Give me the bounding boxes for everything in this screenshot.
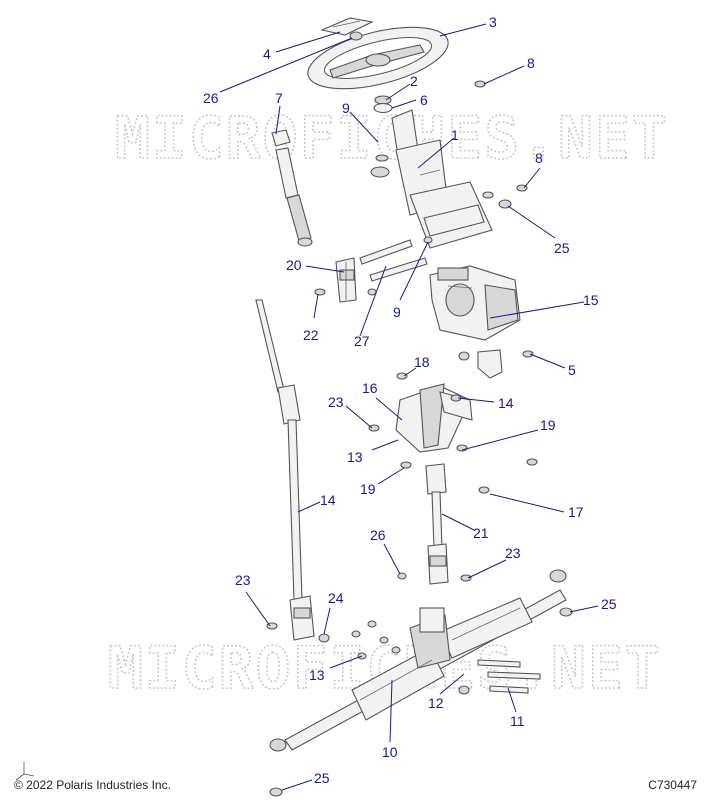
watermark-top: MICROFICHES.NET — [115, 104, 669, 172]
copyright-notice: © 2022 Polaris Industries Inc. — [14, 778, 171, 792]
callout-26-lower: 26 — [370, 527, 386, 543]
callout-2: 2 — [410, 73, 418, 89]
callout-20: 20 — [286, 257, 302, 273]
gearbox-mount-bracket — [477, 349, 503, 379]
drawing-number: C730447 — [648, 778, 697, 792]
callout-3: 3 — [489, 14, 497, 30]
callout-13-upper: 13 — [347, 449, 363, 465]
steering-wheel — [307, 26, 449, 90]
callout-7: 7 — [275, 90, 283, 106]
leader-lines — [219, 23, 599, 791]
intermediate-shaft-long — [255, 299, 315, 641]
callout-8-right: 8 — [535, 150, 543, 166]
callout-14-right: 14 — [498, 395, 514, 411]
column-support-bracket — [395, 383, 473, 453]
callout-23-upper: 23 — [328, 394, 344, 410]
callout-22: 22 — [303, 327, 319, 343]
u-joint-upper — [335, 257, 357, 303]
bolts-long — [359, 239, 428, 282]
callout-19-right: 19 — [540, 417, 556, 433]
callout-23-right: 23 — [505, 545, 521, 561]
steering-wheel-cap — [320, 17, 374, 36]
callout-21: 21 — [473, 525, 489, 541]
callout-27: 27 — [354, 333, 370, 349]
callout-9-top: 9 — [342, 100, 350, 116]
callout-8-top: 8 — [527, 55, 535, 71]
callout-10: 10 — [382, 744, 398, 760]
axis-triad-icon — [15, 762, 35, 781]
callout-26-top: 26 — [203, 90, 219, 106]
callout-numbers: 1 2 3 4 5 6 7 8 8 9 9 10 11 12 13 13 14 … — [203, 14, 617, 786]
gas-strut — [271, 129, 313, 247]
callout-25-right: 25 — [601, 596, 617, 612]
callout-13-lower: 13 — [309, 667, 325, 683]
callout-12: 12 — [428, 695, 444, 711]
callout-1: 1 — [451, 127, 459, 143]
callout-5: 5 — [568, 362, 576, 378]
steering-wheel-nut — [349, 31, 363, 41]
callout-11: 11 — [510, 713, 525, 729]
callout-6: 6 — [420, 92, 428, 108]
callout-25-bottom: 25 — [314, 770, 330, 786]
callout-9-middle: 9 — [393, 304, 401, 320]
steering-rack — [269, 569, 567, 752]
callout-25-upper: 25 — [554, 240, 570, 256]
intermediate-shaft-short — [425, 463, 449, 585]
callout-15: 15 — [583, 292, 599, 308]
steering-column-bracket — [370, 109, 493, 249]
callout-23-left: 23 — [235, 572, 251, 588]
callout-24: 24 — [328, 590, 344, 606]
callout-18: 18 — [414, 354, 430, 370]
callout-4: 4 — [263, 46, 271, 62]
shaft-bushing — [373, 95, 393, 114]
callout-17: 17 — [568, 504, 584, 520]
steering-gearbox — [429, 265, 521, 341]
callout-19-left: 19 — [360, 481, 376, 497]
callout-16: 16 — [362, 380, 378, 396]
callout-14-left: 14 — [320, 492, 336, 508]
